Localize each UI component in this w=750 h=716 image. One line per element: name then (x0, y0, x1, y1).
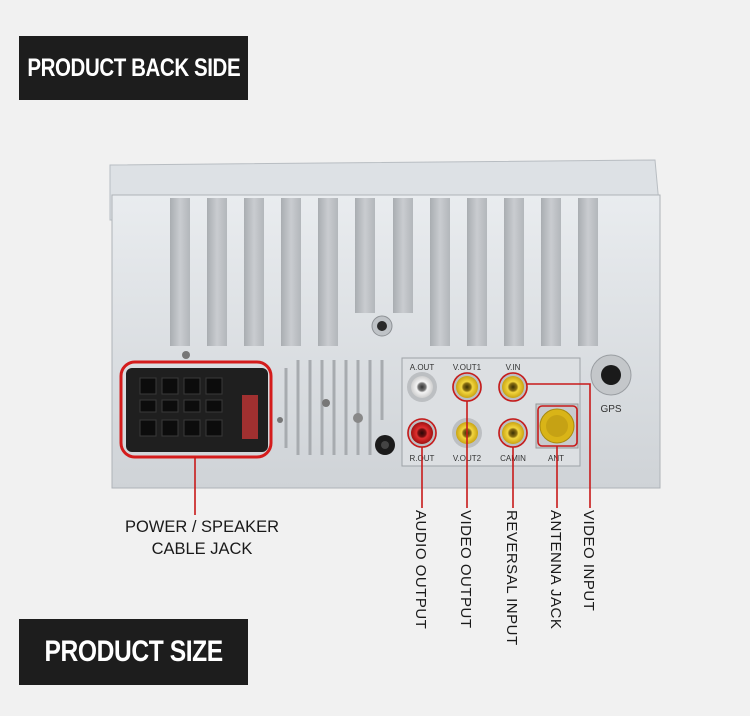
port-label-vout1: V.OUT1 (453, 363, 482, 372)
rca-jacks (407, 372, 528, 448)
power-callout-line2: CABLE JACK (151, 540, 253, 558)
port-label-ant: ANT (548, 454, 564, 463)
vent-slots (284, 360, 384, 455)
port-label-aout: A.OUT (410, 363, 435, 372)
callout-lines (194, 372, 591, 515)
antenna-jack-label: ANTENNA JACK (547, 510, 564, 630)
port-label-vin: V.IN (506, 363, 521, 372)
port-label-gps: GPS (600, 404, 621, 415)
audio-output-label: AUDIO OUTPUT (412, 510, 429, 630)
video-input-label: VIDEO INPUT (580, 510, 597, 612)
reversal-input-label: REVERSAL INPUT (503, 510, 520, 646)
product-back-side-banner: PRODUCT BACK SIDE (19, 36, 248, 100)
banner-title: PRODUCT BACK SIDE (27, 53, 240, 82)
power-speaker-callout: POWER / SPEAKER CABLE JACK (112, 516, 292, 560)
power-callout-line1: POWER / SPEAKER (124, 518, 280, 536)
banner-title: PRODUCT SIZE (44, 635, 223, 668)
power-speaker-connector (119, 360, 273, 459)
video-output-label: VIDEO OUTPUT (457, 510, 474, 629)
cooling-fins (170, 198, 598, 346)
product-size-banner: PRODUCT SIZE (19, 619, 248, 685)
